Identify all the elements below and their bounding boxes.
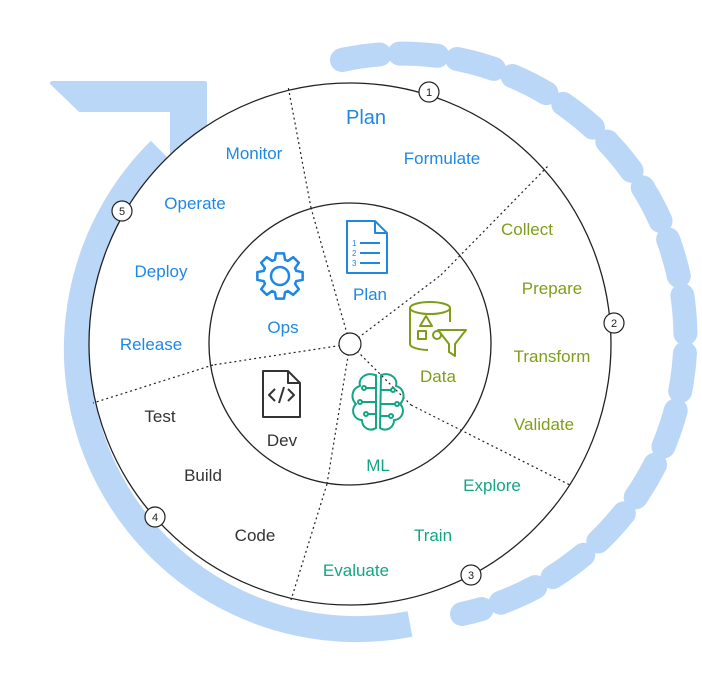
- outer-label-deploy: Deploy: [135, 262, 188, 281]
- svg-text:4: 4: [152, 512, 158, 524]
- step-marker-5: 5: [111, 200, 133, 222]
- inner-label-plan: Plan: [353, 285, 387, 304]
- outer-label-transform: Transform: [514, 347, 591, 366]
- svg-text:1: 1: [426, 87, 432, 99]
- code-file-icon: [262, 370, 301, 418]
- svg-text:3: 3: [352, 259, 357, 268]
- outer-label-validate: Validate: [514, 415, 574, 434]
- svg-text:2: 2: [352, 249, 357, 258]
- outer-label-build: Build: [184, 466, 222, 485]
- outer-label-collect: Collect: [501, 220, 553, 239]
- outer-label-prepare: Prepare: [522, 279, 582, 298]
- inner-ring: [208, 202, 492, 486]
- center-hub: [338, 332, 362, 356]
- inner-dividers: [212, 207, 442, 485]
- dashed-arc: [330, 41, 698, 626]
- step-marker-2: 2: [603, 312, 625, 334]
- step-marker-3: 3: [460, 564, 482, 586]
- svg-text:2: 2: [611, 318, 617, 330]
- step-marker-4: 4: [144, 506, 166, 528]
- inner-label-dev: Dev: [267, 431, 298, 450]
- outer-dividers: [92, 85, 571, 601]
- checklist-document-icon: 1 2 3: [346, 220, 388, 274]
- outer-label-explore: Explore: [463, 476, 521, 495]
- gear-icon: [256, 252, 304, 300]
- cycle-arrow-arc: [63, 140, 413, 643]
- svg-text:3: 3: [468, 570, 474, 582]
- step-marker-1: 1: [418, 81, 440, 103]
- inner-label-ml: ML: [366, 456, 390, 475]
- outer-label-evaluate: Evaluate: [323, 561, 389, 580]
- outer-label-code: Code: [235, 526, 276, 545]
- outer-label-release: Release: [120, 335, 182, 354]
- outer-label-plan: Plan: [346, 107, 386, 129]
- outer-label-test: Test: [144, 407, 175, 426]
- svg-text:5: 5: [119, 206, 125, 218]
- outer-label-operate: Operate: [164, 194, 225, 213]
- outer-label-formulate: Formulate: [404, 149, 481, 168]
- inner-label-data: Data: [420, 367, 456, 386]
- svg-text:1: 1: [352, 239, 357, 248]
- outer-label-monitor: Monitor: [226, 144, 283, 163]
- outer-label-train: Train: [414, 526, 452, 545]
- brain-circuit-icon: [351, 373, 405, 431]
- data-shapes-funnel-icon: [408, 301, 467, 357]
- inner-label-ops: Ops: [267, 318, 298, 337]
